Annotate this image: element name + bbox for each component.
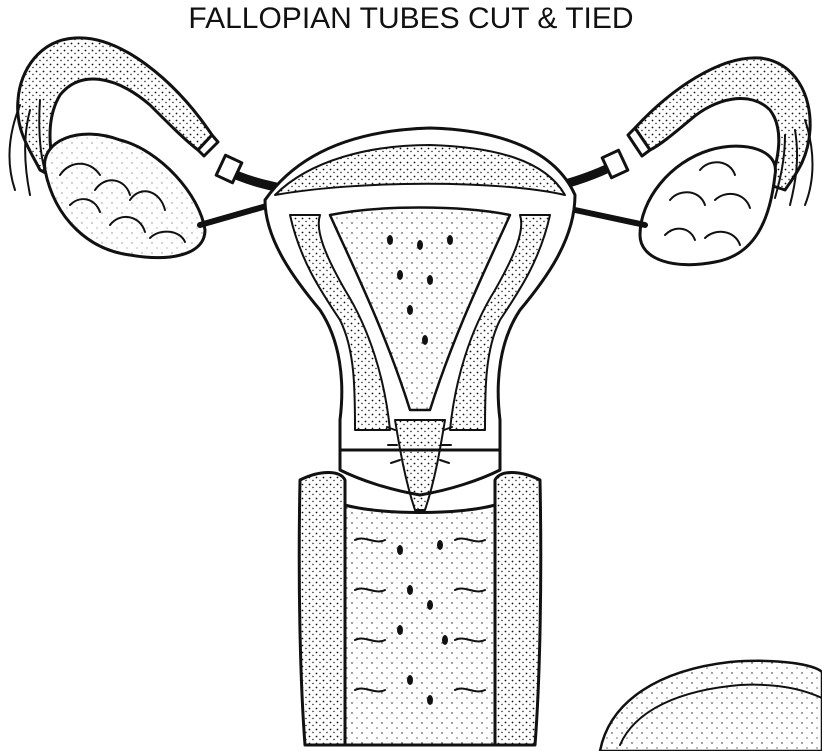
uterus [265, 128, 575, 460]
ovary-left [45, 134, 270, 257]
partial-organ-corner [600, 661, 822, 751]
vagina [299, 473, 541, 746]
